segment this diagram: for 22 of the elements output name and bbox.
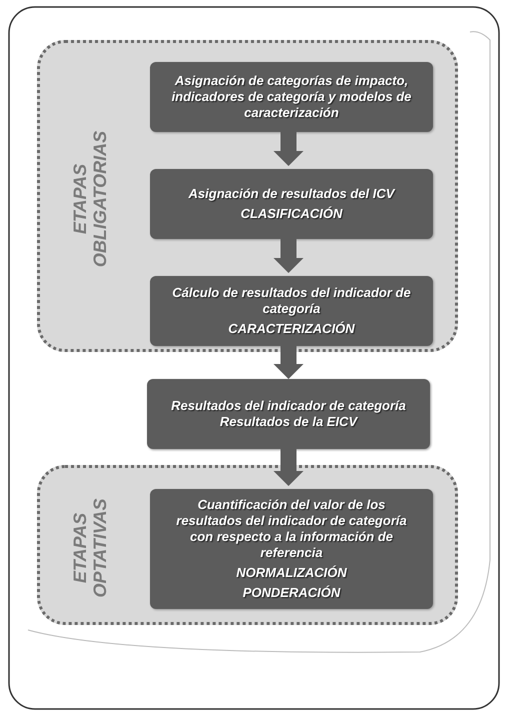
process-box	[150, 169, 433, 239]
block-arrow	[274, 129, 304, 166]
box-text: Cuantificación del valor de los resultados del indicador de categoría con respecto a la información de referencia	[175, 497, 408, 561]
process-box	[150, 62, 433, 132]
dotted-group-panel	[37, 40, 458, 352]
box-text: CARACTERIZACIÓN	[228, 321, 355, 337]
box-text: Asignación de categorías de impacto, indicadores de categoría y modelos de caracterización	[170, 73, 412, 121]
box-text: Asignación de resultados del ICV	[188, 186, 394, 202]
dotted-group-panel	[37, 465, 458, 625]
block-arrow	[274, 449, 304, 486]
box-text: CLASIFICACIÓN	[240, 206, 342, 222]
process-box	[150, 489, 433, 609]
box-text: Cálculo de resultados del indicador de categoría	[171, 285, 412, 317]
box-text: PONDERACIÓN	[242, 585, 340, 601]
group-label: ETAPAS OBLIGATORIAS	[70, 130, 110, 268]
block-arrow	[274, 343, 304, 379]
process-box	[150, 276, 433, 346]
box-text: Resultados del indicador de categoría Resultados de la EICV	[170, 398, 407, 430]
box-text: NORMALIZACIÓN	[236, 565, 347, 581]
process-box	[147, 379, 430, 449]
group-label: ETAPAS OPTATIVAS	[70, 498, 110, 598]
block-arrow	[274, 236, 304, 273]
